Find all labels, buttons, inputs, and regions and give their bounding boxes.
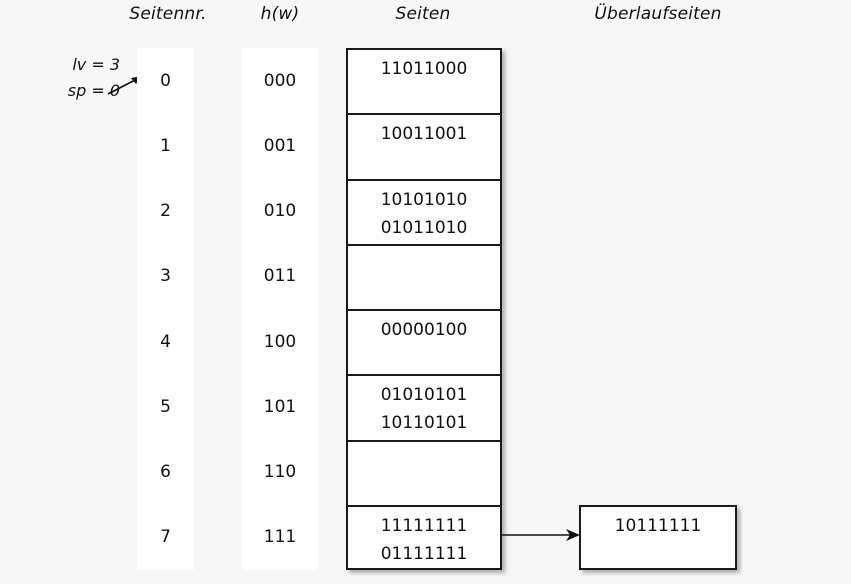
page-number-cell: 6: [160, 462, 171, 483]
column-header-seitennr: Seitennr.: [129, 4, 207, 24]
hash-state-labels: lv = 3 sp = 0: [34, 52, 120, 104]
page-number-cell: 1: [160, 135, 171, 156]
hash-value-cell: 111: [263, 527, 297, 548]
split-pointer-label: sp = 0: [67, 81, 120, 100]
record-entry: 01010101: [380, 385, 468, 406]
overflow-arrow-icon: [500, 529, 580, 541]
page-bucket: 10011001: [348, 115, 500, 181]
page-bucket: 11011000: [348, 50, 500, 116]
record-entry: 00000100: [380, 320, 468, 340]
hash-value-cell: 100: [263, 331, 297, 352]
hash-value-cell: 000: [263, 70, 297, 91]
page-number-cell: 5: [160, 396, 171, 417]
record-entry: 11111111: [380, 515, 468, 536]
page-number-column: 0 1 2 3 4 5 6 7: [137, 48, 194, 570]
page-bucket: 10101010 01011010: [348, 181, 500, 246]
page-bucket: [348, 246, 500, 311]
hash-value-column: 000 001 010 011 100 101 110 111: [242, 48, 318, 570]
page-bucket: 00000100: [348, 311, 500, 377]
hash-value-cell: 010: [263, 201, 297, 222]
page-bucket: 11111111 01111111: [348, 507, 500, 572]
column-header-ueberlaufseiten: Überlaufseiten: [594, 4, 722, 24]
column-header-hw: h(w): [260, 4, 300, 24]
column-header-seiten: Seiten: [395, 4, 451, 24]
record-entry: 10101010: [380, 189, 468, 210]
record-entry: 01111111: [380, 543, 468, 564]
record-entry: 10110101: [380, 413, 468, 434]
hash-value-cell: 110: [263, 462, 297, 483]
page-number-cell: 0: [160, 70, 171, 91]
hash-value-cell: 101: [263, 396, 297, 417]
page-number-cell: 3: [160, 266, 171, 287]
record-entry: 11011000: [380, 59, 468, 79]
hash-value-cell: 011: [263, 266, 297, 287]
hash-value-cell: 001: [263, 135, 297, 156]
overflow-page: 10111111: [579, 505, 737, 570]
page-number-cell: 7: [160, 527, 171, 548]
record-entry: 01011010: [380, 217, 468, 238]
page-number-cell: 2: [160, 201, 171, 222]
record-entry: 10111111: [614, 516, 702, 536]
page-bucket: [348, 442, 500, 507]
page-number-cell: 4: [160, 331, 171, 352]
record-entry: 10011001: [380, 124, 468, 145]
page-bucket: 01010101 10110101: [348, 376, 500, 442]
level-label: lv = 3: [72, 55, 120, 74]
pages-table: 11011000 10011001 10101010 01011010 0000…: [346, 48, 502, 570]
